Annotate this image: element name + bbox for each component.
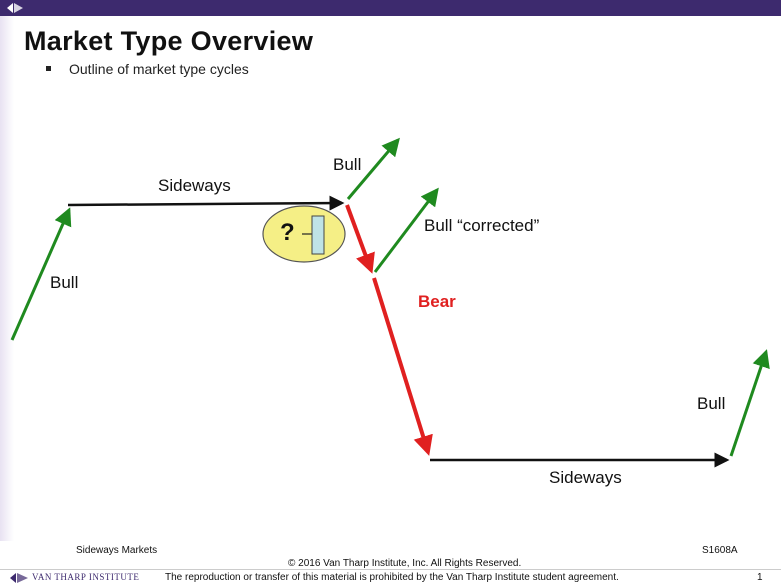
bull-right-arrow (729, 349, 770, 457)
brand-block: VAN THARP INSTITUTE (10, 572, 139, 583)
label-question: ? (280, 219, 295, 246)
label-sideways-top: Sideways (158, 176, 231, 195)
label-bear: Bear (418, 292, 456, 311)
footer-code: S1608A (702, 545, 738, 556)
diamond-logo-icon (7, 3, 23, 13)
label-bull-top: Bull (333, 155, 362, 174)
brand-name: VAN THARP INSTITUTE (32, 572, 140, 582)
bear-arrow (372, 277, 433, 456)
sideways-top-arrow (67, 195, 345, 211)
label-bull-left: Bull (50, 273, 79, 292)
bull-left-arrow (10, 207, 72, 341)
bullet-text: Outline of market type cycles (69, 61, 249, 77)
bottom-bar (0, 569, 781, 588)
question-bracket (311, 215, 325, 255)
bullet-item: Outline of market type cycles (46, 61, 249, 77)
top-bar (0, 0, 781, 16)
slide-title: Market Type Overview (24, 26, 314, 56)
footer-copyright: © 2016 Van Tharp Institute, Inc. All Rig… (288, 558, 522, 569)
bull-corrected-arrow (373, 187, 439, 273)
bullet-dot (46, 65, 51, 71)
footer-notice: The reproduction or transfer of this mat… (165, 572, 619, 583)
footer-topic: Sideways Markets (76, 545, 158, 556)
label-bull-corrected: Bull “corrected” (424, 216, 540, 235)
left-accent-bar (0, 16, 14, 541)
bull-top-arrow (346, 137, 400, 200)
correction-arrow (345, 204, 375, 274)
brand-logo-icon (10, 572, 28, 583)
label-bull-right: Bull (697, 394, 726, 413)
page-number: 1 (757, 572, 763, 583)
label-sideways-bottom: Sideways (549, 468, 622, 487)
